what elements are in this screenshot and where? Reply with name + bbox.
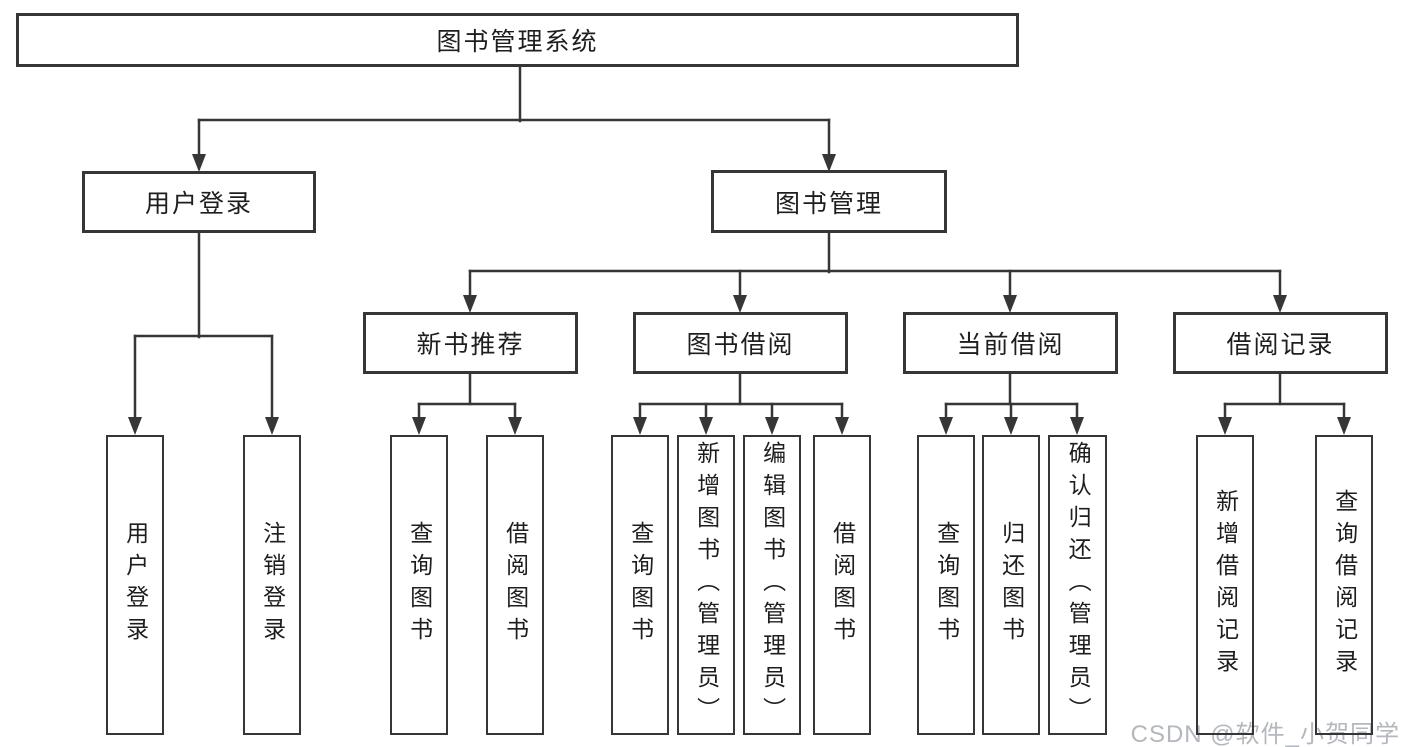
- leaf-borrow-books: 借阅图书: [813, 435, 871, 735]
- leaf-edit-books-admin: 编辑图书（管理员）: [743, 435, 801, 735]
- leaf-label: 归还图书: [998, 521, 1025, 649]
- leaf-query-books: 查询图书: [390, 435, 448, 735]
- leaf-label: 借阅图书: [502, 521, 529, 649]
- leaf-return-books: 归还图书: [982, 435, 1040, 735]
- node-book-borrowing: 图书借阅: [633, 312, 848, 374]
- leaf-label: 查询图书: [627, 521, 654, 649]
- watermark: CSDN @软件_小贺同学: [1130, 721, 1400, 747]
- leaf-label: 确认归还（管理员）: [1065, 441, 1092, 729]
- leaf-query-books: 查询图书: [611, 435, 669, 735]
- node-user-login: 用户登录: [82, 171, 316, 233]
- leaf-add-borrow-record: 新增借阅记录: [1196, 435, 1254, 735]
- leaf-confirm-return-admin: 确认归还（管理员）: [1048, 435, 1107, 735]
- leaf-label: 查询借阅记录: [1331, 489, 1358, 681]
- node-borrowing-records: 借阅记录: [1173, 312, 1388, 374]
- leaf-label: 注销登录: [259, 521, 286, 649]
- leaf-label: 用户登录: [122, 521, 149, 649]
- leaf-label: 新增借阅记录: [1212, 489, 1239, 681]
- leaf-borrow-books: 借阅图书: [486, 435, 544, 735]
- node-new-book-recommendation: 新书推荐: [363, 312, 578, 374]
- leaf-query-books: 查询图书: [917, 435, 975, 735]
- leaf-label: 查询图书: [406, 521, 433, 649]
- node-current-borrowing: 当前借阅: [903, 312, 1118, 374]
- leaf-add-books-admin: 新增图书（管理员）: [677, 435, 735, 735]
- leaf-label: 编辑图书（管理员）: [759, 441, 786, 729]
- arrowhead-icons: [128, 154, 1351, 435]
- leaf-label: 新增图书（管理员）: [693, 441, 720, 729]
- leaf-query-borrow-record: 查询借阅记录: [1315, 435, 1373, 735]
- leaf-label: 查询图书: [933, 521, 960, 649]
- node-library-management-system: 图书管理系统: [16, 13, 1019, 67]
- leaf-logout: 注销登录: [243, 435, 301, 735]
- leaf-user-login: 用户登录: [106, 435, 164, 735]
- node-book-management: 图书管理: [711, 170, 947, 233]
- leaf-label: 借阅图书: [829, 521, 856, 649]
